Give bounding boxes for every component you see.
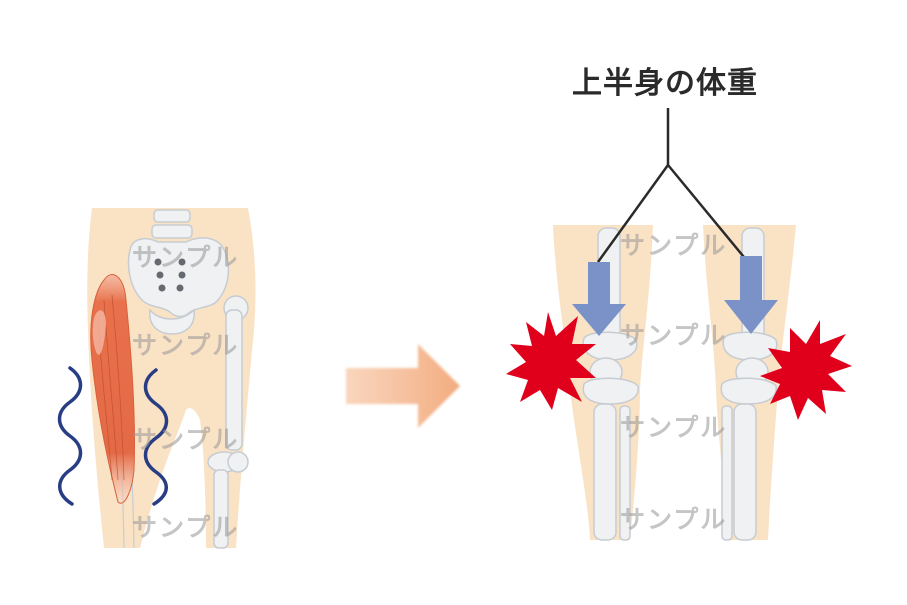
body-weight-label: 上半身の体重 [572,66,758,101]
quadriceps-muscle [90,274,136,504]
watermark: サンプル [620,321,728,350]
pain-burst-left [506,312,596,410]
watermark: サンプル [132,331,240,360]
force-lines [596,108,749,263]
watermark: サンプル [132,425,240,454]
force-arrow-left [572,262,626,336]
watermark: サンプル [132,513,240,542]
left-figure [57,208,256,549]
pelvis [127,237,230,318]
right-figure [506,108,852,541]
watermark: サンプル [620,413,728,442]
watermark: サンプル [620,505,728,534]
spine [151,209,193,239]
watermark: サンプル [132,243,240,272]
sacral-holes [154,258,186,292]
left-femur [207,295,249,549]
transition-arrow [346,344,460,428]
vibration-waves [57,366,169,506]
force-arrows [572,256,778,336]
watermark: サンプル [620,231,728,260]
pain-bursts [506,312,852,420]
pubis [149,308,195,335]
force-arrow-right [724,256,778,334]
pain-burst-right [760,320,852,420]
